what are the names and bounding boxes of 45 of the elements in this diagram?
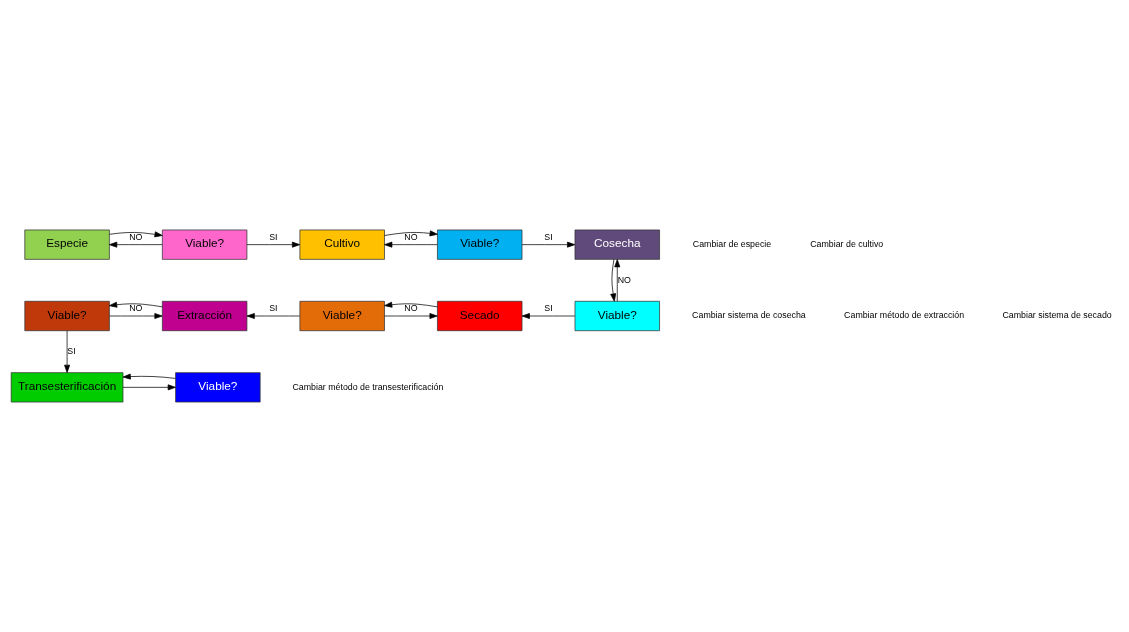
label: Cambiar sistema de secado (1002, 310, 1112, 321)
node-box: Extracción (162, 300, 248, 332)
arrow (246, 241, 301, 248)
arrow (610, 259, 617, 302)
arrow (521, 313, 576, 319)
arrow (109, 313, 163, 319)
node-box: Viable? (299, 300, 385, 332)
node-box: Viable? (175, 372, 261, 403)
label: Cambiar de cultivo (810, 238, 884, 249)
node-box: Viable? (24, 300, 110, 332)
node-box: Viable? (574, 300, 660, 332)
arrow (109, 241, 163, 248)
arrow (109, 301, 163, 308)
label: Cambiar sistema de cosecha (692, 310, 806, 321)
node-box: Especie (24, 229, 110, 260)
node-box: Cultivo (299, 229, 385, 260)
arrow (521, 241, 576, 248)
arrow (109, 231, 163, 238)
edge-label: NO (617, 274, 631, 285)
label: Cambiar de especie (692, 238, 772, 249)
edge-label: SI (269, 303, 278, 314)
edge-label: NO (129, 231, 143, 242)
arrow (384, 313, 438, 319)
node-box: Secado (437, 300, 523, 332)
edge-label: NO (129, 303, 143, 314)
arrow (384, 301, 438, 308)
edge-label: NO (404, 303, 418, 314)
node-box: Transesterificación (10, 372, 124, 403)
label: Cambiar método de transesterificación (292, 381, 444, 392)
edge-label: SI (67, 345, 76, 356)
arrow (384, 241, 438, 248)
arrow (614, 259, 621, 302)
label: Cambiar método de extracción (844, 310, 965, 321)
arrow (64, 330, 71, 373)
arrow (384, 230, 438, 237)
edge-label: SI (544, 231, 553, 242)
edge-label: SI (544, 303, 553, 314)
node-box: Viable? (437, 229, 523, 260)
arrow (122, 384, 176, 391)
node-box: Cosecha (574, 229, 660, 260)
edge-label: SI (269, 231, 278, 242)
edge-label: NO (404, 231, 418, 242)
arrow (246, 313, 301, 319)
node-box: Viable? (162, 229, 248, 260)
arrow (122, 373, 176, 380)
